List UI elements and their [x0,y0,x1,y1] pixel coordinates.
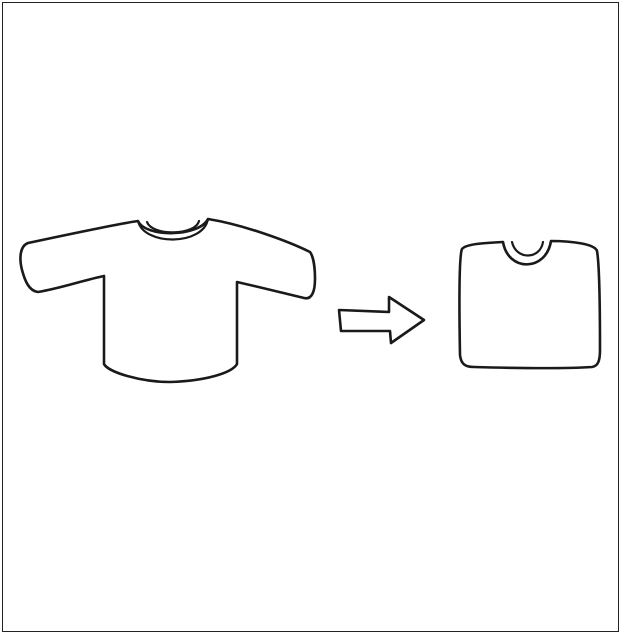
shirt-folded-neck [512,242,543,256]
shirt-unfolded-icon [20,219,315,382]
shirt-folded-icon [459,241,600,368]
shirt-folded-outline [459,241,600,368]
right-arrow-icon [339,297,424,343]
shirt-unfolded-outline [20,219,315,382]
